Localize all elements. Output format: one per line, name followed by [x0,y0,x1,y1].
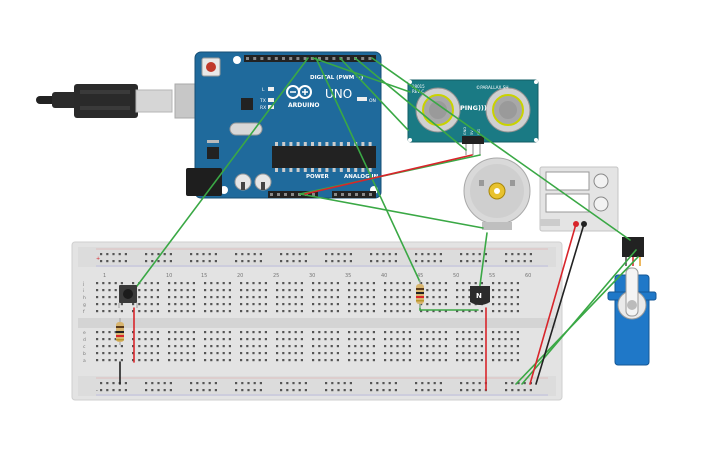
col-label-15: 15 [201,273,207,279]
resistor-base [416,280,424,308]
led-rx-label: RX [260,105,266,111]
arduino-model: UNO [325,87,352,101]
arduino-brand: ARDUINO [288,102,319,109]
npn-transistor: N [470,286,490,305]
row-label-i: i [83,288,84,294]
col-label-20: 20 [237,273,243,279]
push-button [118,285,138,308]
analog-header [332,191,376,198]
ping-sensor: 28015 REV C ©PARALLAX.SH PING))) GND 5V … [407,79,539,155]
breadboard: + - 1 10 15 20 25 30 35 40 45 50 55 60 j… [71,241,563,401]
battery-pack [539,166,619,232]
wire-red [304,154,473,195]
analog-label: ANALOG IN [344,174,379,180]
led-l-label: L [262,87,265,93]
col-label-50: 50 [453,273,459,279]
rail-sign-top-plus: + [96,256,100,262]
col-label-25: 25 [273,273,279,279]
wire-black [535,223,585,385]
wire-green [521,249,637,385]
col-label-10: 10 [166,273,172,279]
col-label-60: 60 [525,273,531,279]
wire-green [133,57,309,291]
row-label-j: j [82,281,84,287]
dc-motor [463,157,531,230]
col-label-40: 40 [381,273,387,279]
led-tx-label: TX [259,98,266,104]
row-label-g: g [83,303,86,308]
led-on-label: ON [369,98,376,104]
wire-green [371,57,631,241]
ping-pin-5v: 5V [470,130,474,135]
wire-green [354,57,467,151]
ping-model: PING))) [460,104,487,112]
col-label-30: 30 [309,273,315,279]
row-label-c: c [83,345,86,350]
wire-green [312,57,411,93]
transistor-label: N [476,292,482,300]
ping-rev: 28015 [412,84,425,89]
row-label-f: f [83,309,85,315]
wire-green [339,57,409,131]
resistor-pulldown [116,318,124,345]
ping-brand: ©PARALLAX.SH [476,85,509,90]
col-label-55: 55 [489,273,495,279]
col-label-45: 45 [417,273,423,279]
row-label-a: a [83,359,86,364]
arduino-logo-icon [286,85,312,99]
col-label-35: 35 [345,273,351,279]
atmega-chip [272,146,376,168]
ping-transducer-left [415,87,461,133]
servo-motor [607,237,657,366]
row-label-b: b [83,351,86,357]
digital-header [244,55,376,62]
row-label-d: d [83,337,86,343]
arduino-board: DIGITAL (PWM ~) ARDUINO UNO L TX RX ON [186,51,382,199]
row-label-e: e [83,331,86,336]
wires [119,57,639,391]
power-jack [186,168,222,196]
digital-label: DIGITAL (PWM ~) [310,75,364,81]
ping-transducer-right [485,87,531,133]
ping-pin-gnd: GND [463,127,467,135]
wire-green [299,193,484,229]
ping-pin-sig: SIG [477,129,481,135]
power-label: POWER [306,174,330,180]
wire-red [529,223,577,385]
wire-green [315,57,421,283]
row-label-h: h [83,295,86,301]
col-label-1: 1 [103,273,106,279]
ping-header [462,136,484,144]
rail-sign-bottom-minus: - [96,388,98,394]
usb-cable [36,83,200,119]
